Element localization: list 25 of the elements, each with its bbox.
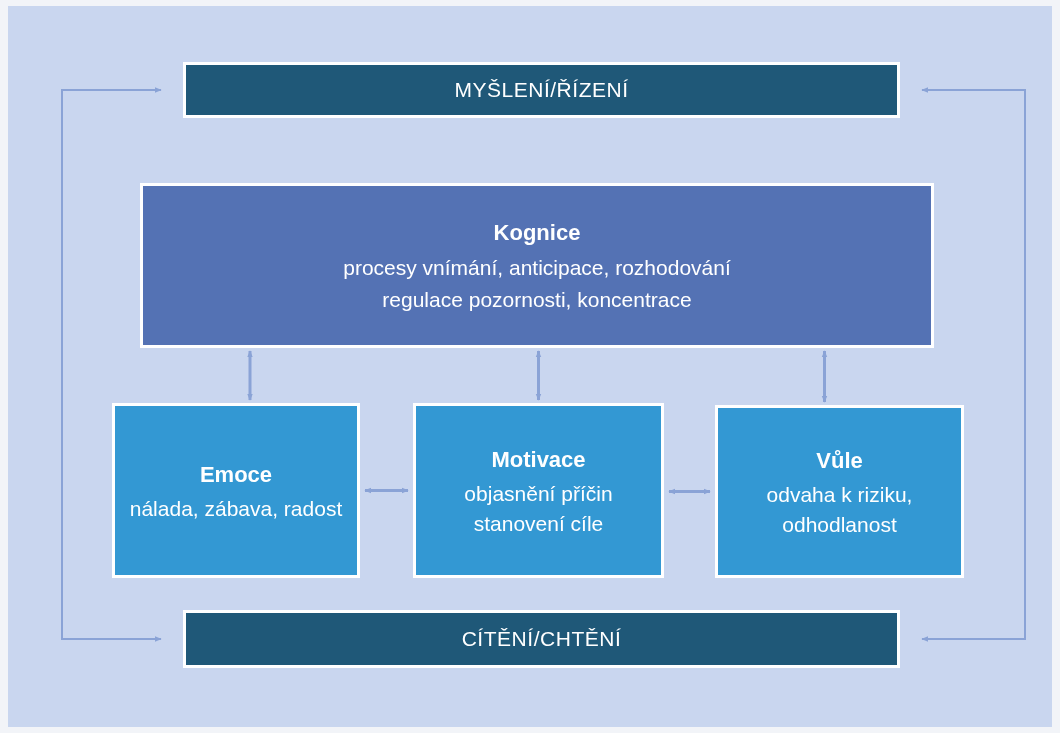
box-title: Kognice: [493, 218, 581, 247]
band-label: CÍTĚNÍ/CHTĚNÍ: [461, 626, 622, 653]
process-box: [413, 403, 664, 578]
arrow: [364, 487, 409, 494]
process-box: [715, 405, 964, 578]
box-text: objasnění příčin: [463, 480, 614, 507]
arrow: [921, 87, 1026, 642]
header-band: [183, 610, 900, 668]
box-title: Vůle: [816, 446, 863, 475]
arrow: [668, 488, 711, 495]
box-text: procesy vnímání, anticipace, rozhodování: [343, 254, 731, 281]
arrow: [247, 350, 253, 401]
box-text: odvaha k riziku, odhodlanost: [765, 481, 914, 538]
process-box: [112, 403, 360, 578]
box-text: regulace pozornosti, koncentrace: [382, 286, 692, 313]
arrow: [535, 350, 542, 401]
band-label: MYŠLENÍ/ŘÍZENÍ: [454, 77, 629, 104]
header-band: [183, 62, 900, 118]
box-title: Motivace: [491, 445, 586, 474]
box-title: Emoce: [199, 460, 273, 489]
box-text: nálada, zábava, radost: [128, 495, 344, 522]
arrow: [821, 350, 828, 403]
arrow: [61, 87, 162, 642]
process-box: [140, 183, 934, 348]
box-text: stanovení cíle: [472, 510, 605, 537]
